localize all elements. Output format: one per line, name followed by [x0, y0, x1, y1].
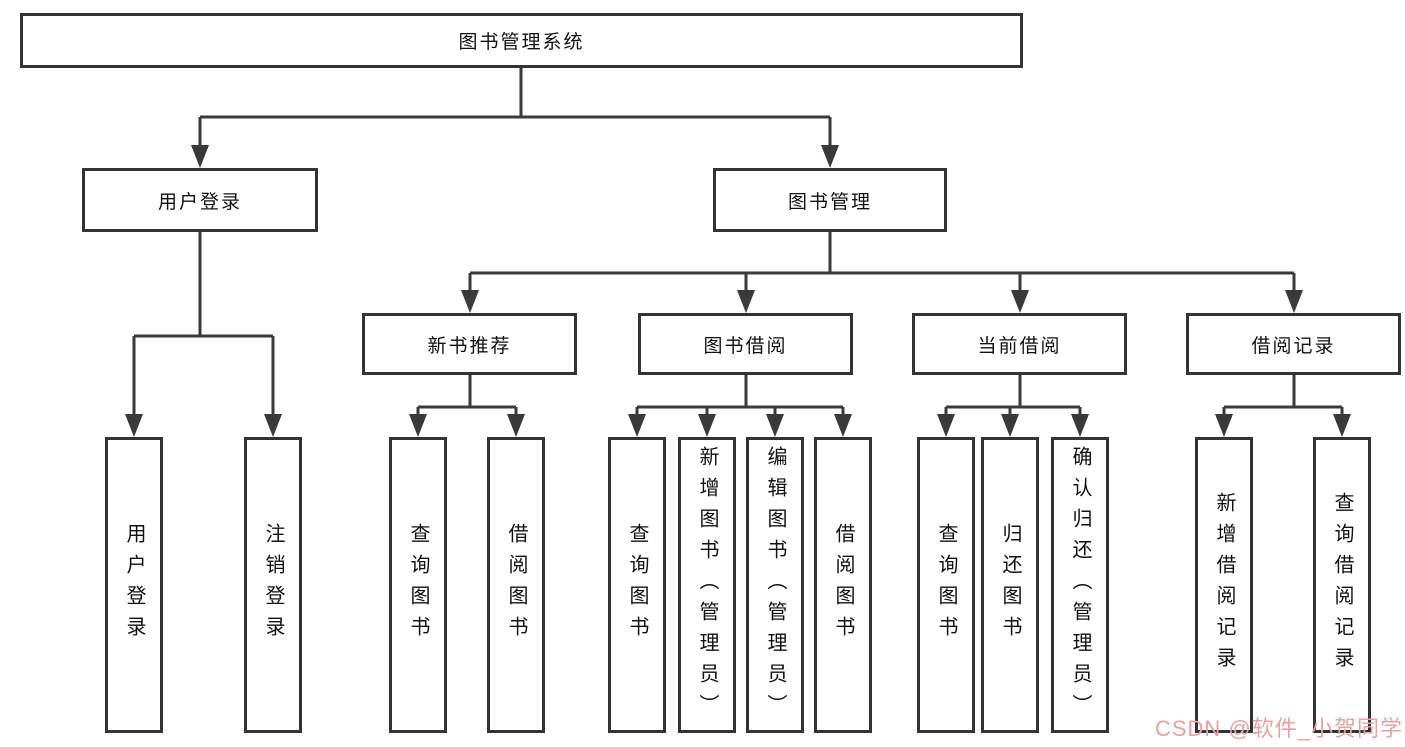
leaf-label: 借阅图书 — [505, 523, 527, 647]
leaf-query-books-recommend: 查询图书 — [389, 437, 447, 733]
leaf-user-login: 用户登录 — [105, 437, 163, 733]
leaf-label: 查询图书 — [626, 523, 648, 647]
node-borrow-records: 借阅记录 — [1186, 313, 1401, 375]
leaf-label: 确认归还（管理员） — [1069, 445, 1091, 725]
leaf-logout: 注销登录 — [244, 437, 302, 733]
leaf-label: 查询图书 — [407, 523, 429, 647]
csdn-watermark: CSDN @软件_小贺同学 — [1154, 716, 1403, 741]
node-book-borrow: 图书借阅 — [638, 313, 853, 375]
leaf-label: 借阅图书 — [832, 523, 854, 647]
leaf-label: 用户登录 — [123, 523, 145, 647]
node-new-book-recommend: 新书推荐 — [362, 313, 577, 375]
leaf-confirm-return-admin: 确认归还（管理员） — [1051, 437, 1109, 733]
leaf-label: 注销登录 — [262, 523, 284, 647]
leaf-label: 编辑图书（管理员） — [764, 445, 786, 725]
leaf-label: 新增图书（管理员） — [696, 445, 718, 725]
leaf-edit-book-admin: 编辑图书（管理员） — [746, 437, 804, 733]
leaf-query-borrow-record: 查询借阅记录 — [1313, 437, 1371, 733]
node-user-login: 用户登录 — [82, 168, 318, 232]
node-current-borrow: 当前借阅 — [912, 313, 1127, 375]
leaf-query-books-current: 查询图书 — [917, 437, 975, 733]
leaf-label: 查询借阅记录 — [1331, 492, 1353, 678]
leaf-borrow-books-recommend: 借阅图书 — [487, 437, 545, 733]
leaf-label: 查询图书 — [935, 523, 957, 647]
leaf-return-book: 归还图书 — [981, 437, 1039, 733]
node-book-management: 图书管理 — [713, 168, 947, 232]
leaf-query-books-borrow: 查询图书 — [608, 437, 666, 733]
node-library-system: 图书管理系统 — [20, 13, 1023, 68]
leaf-label: 归还图书 — [999, 523, 1021, 647]
leaf-add-borrow-record: 新增借阅记录 — [1195, 437, 1253, 733]
leaf-borrow-books: 借阅图书 — [814, 437, 872, 733]
leaf-add-book-admin: 新增图书（管理员） — [678, 437, 736, 733]
leaf-label: 新增借阅记录 — [1213, 492, 1235, 678]
